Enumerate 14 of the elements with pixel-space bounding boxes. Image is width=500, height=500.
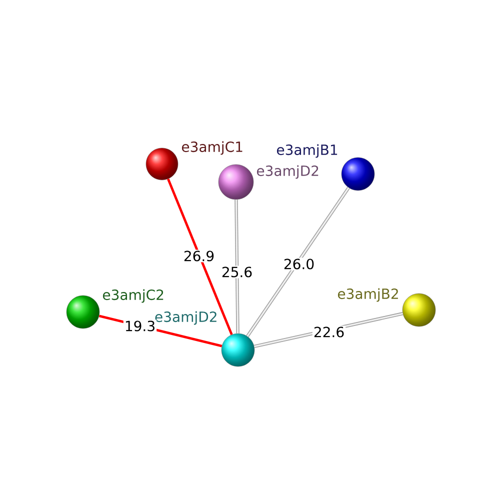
distance-label: 25.6	[220, 266, 254, 278]
sphere-label: e3amjB2	[338, 288, 398, 302]
connector-line	[167, 178, 233, 336]
connector-line	[234, 200, 240, 334]
connector-line	[246, 186, 350, 338]
distance-label: 26.0	[282, 258, 316, 270]
distance-label: 22.6	[312, 326, 346, 338]
sphere-label: e3amjC1	[182, 141, 242, 155]
sphere-label: e3amjC2	[102, 289, 164, 303]
sphere-label: e3amjB1	[276, 144, 338, 158]
sphere-label: e3amjD2	[155, 311, 216, 325]
distance-label: 19.3	[123, 320, 157, 332]
sphere-label: e3amjD2	[256, 165, 318, 179]
distance-label: 26.9	[182, 250, 216, 262]
